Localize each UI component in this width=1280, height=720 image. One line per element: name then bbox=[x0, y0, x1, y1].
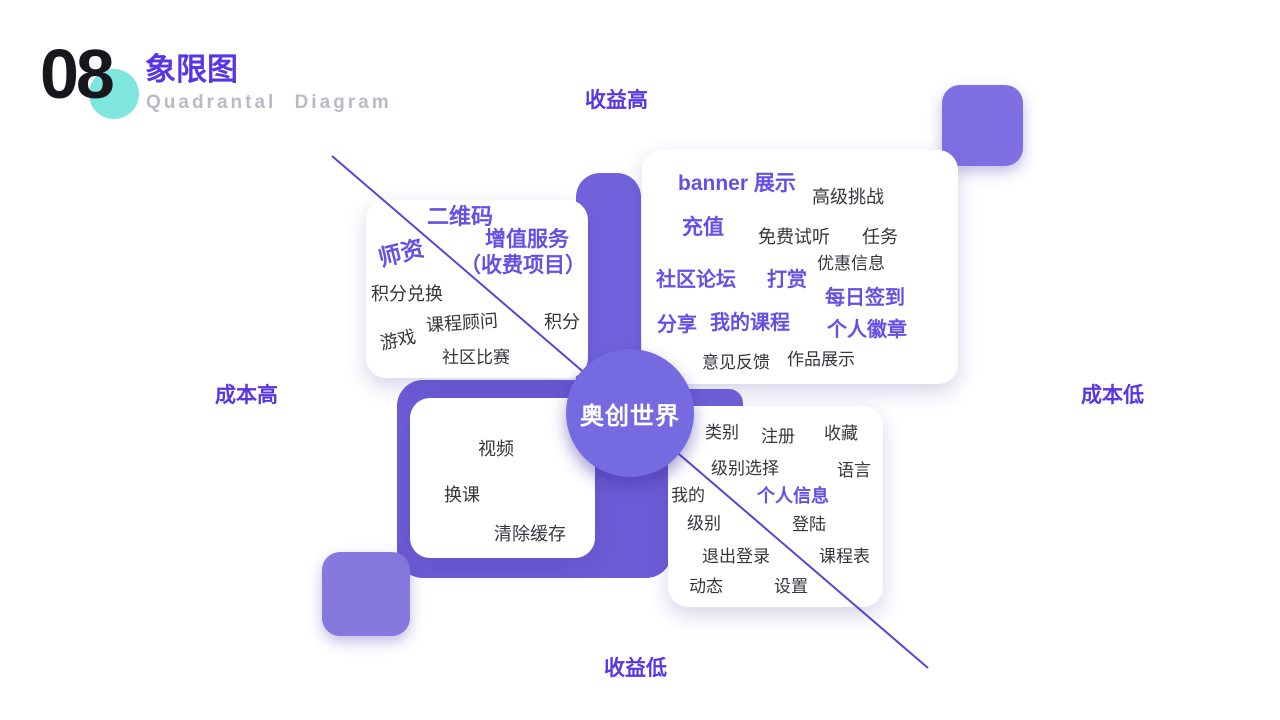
quadrant-card-bottom-right: 类别 注册 收藏级别选择 语言我的 个人信息级别 登陆退出登录 课程表动态 设置 bbox=[668, 406, 883, 607]
word-item: 优惠信息 bbox=[817, 254, 885, 273]
word-item: 充值 bbox=[682, 216, 724, 239]
word-item: （收费项目） bbox=[460, 254, 586, 277]
word-item: 级别 bbox=[687, 514, 721, 533]
word-item: 语言 bbox=[837, 461, 871, 480]
teal-accent-circle bbox=[89, 69, 139, 119]
quadrant-card-top-right: banner 展示高级挑战充值 免费试听 任务优惠信息社区论坛 打赏每日签到分享我的课… bbox=[642, 150, 958, 384]
section-number: 08 bbox=[40, 35, 115, 113]
word-item: 社区论坛 bbox=[656, 269, 736, 291]
word-item: 换课 bbox=[444, 485, 480, 505]
word-item: 级别选择 bbox=[711, 459, 779, 478]
word-item: 退出登录 bbox=[702, 547, 770, 566]
word-item: 高级挑战 bbox=[812, 187, 884, 207]
word-item: 免费试听 bbox=[758, 227, 830, 247]
center-app-circle: 奥创世界 bbox=[566, 349, 694, 477]
word-item: 积分 bbox=[544, 312, 580, 332]
axis-label-bottom: 收益低 bbox=[604, 657, 667, 680]
word-item: 师资 bbox=[375, 234, 427, 272]
word-item: 登陆 bbox=[792, 515, 826, 534]
axis-label-left: 成本高 bbox=[215, 384, 278, 407]
axis-label-right: 成本低 bbox=[1081, 384, 1144, 407]
word-item: 收藏 bbox=[824, 424, 858, 443]
word-item: 课程表 bbox=[819, 547, 870, 566]
word-item: 增值服务 bbox=[485, 228, 569, 251]
word-item: 意见反馈 bbox=[702, 353, 770, 372]
word-item: 注册 bbox=[761, 427, 795, 446]
word-item: 设置 bbox=[774, 577, 808, 596]
word-item: 个人徽章 bbox=[827, 319, 907, 341]
page-subtitle: Quadrantal Diagram bbox=[146, 92, 392, 113]
word-item: 我的课程 bbox=[710, 312, 790, 334]
word-item: 动态 bbox=[689, 577, 723, 596]
decorative-square-bottom-left bbox=[322, 552, 410, 636]
section-number-block: 08 bbox=[40, 35, 160, 130]
decorative-square-top-right bbox=[942, 85, 1023, 166]
word-item: 游戏 bbox=[378, 326, 418, 354]
word-item: 课程顾问 bbox=[425, 310, 499, 336]
center-app-label: 奥创世界 bbox=[580, 402, 680, 430]
quadrant-card-top-left: 二维码增值服务 （收费项目） 师资积分兑换课程顾问 积分游戏社区比赛 bbox=[366, 200, 588, 378]
word-item: 视频 bbox=[478, 439, 514, 459]
word-item: 作品展示 bbox=[787, 350, 855, 369]
word-item: 清除缓存 bbox=[494, 524, 566, 544]
word-item: 类别 bbox=[705, 423, 739, 442]
word-item: 每日签到 bbox=[825, 287, 905, 309]
word-item: 个人信息 bbox=[757, 486, 829, 506]
word-item: banner 展示 bbox=[678, 172, 796, 195]
word-item: 积分兑换 bbox=[371, 284, 443, 304]
axis-label-top: 收益高 bbox=[585, 89, 648, 112]
word-item: 二维码 bbox=[427, 204, 494, 229]
word-item: 任务 bbox=[862, 227, 898, 247]
word-item: 我的 bbox=[671, 486, 705, 505]
word-item: 打赏 bbox=[767, 269, 807, 291]
word-item: 社区比赛 bbox=[442, 348, 510, 367]
page-title: 象限图 bbox=[145, 52, 238, 87]
word-item: 分享 bbox=[657, 314, 697, 336]
